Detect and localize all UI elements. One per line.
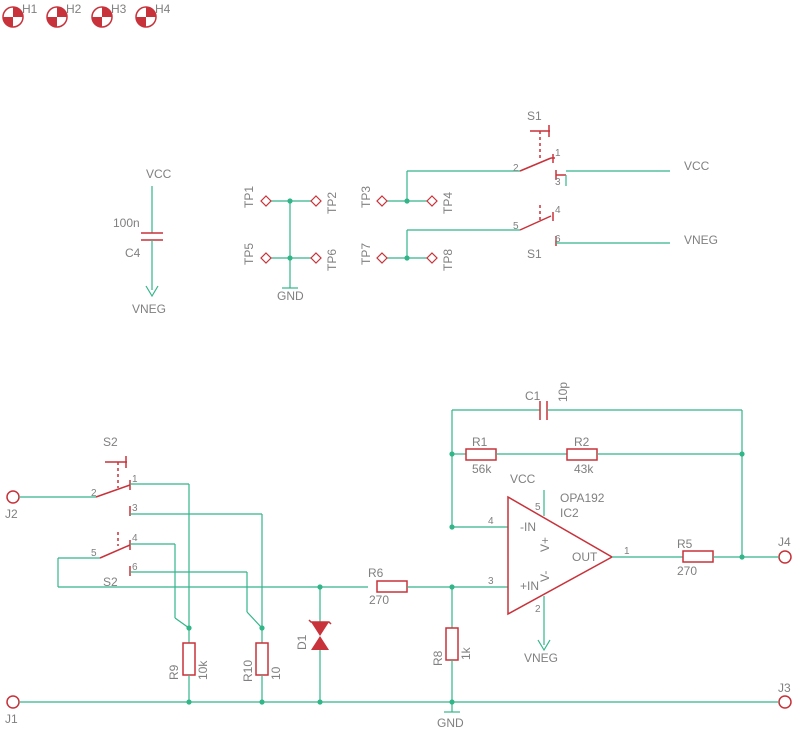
mounting-hole-label: H3 xyxy=(111,2,127,16)
r5-name: R5 xyxy=(677,537,693,551)
s1-pin5: 5 xyxy=(513,221,519,232)
shunt-wiring xyxy=(174,484,265,643)
tp2-label: TP2 xyxy=(325,192,339,214)
vneg-rail-label: VNEG xyxy=(684,233,718,247)
tp7-label: TP7 xyxy=(359,243,373,265)
mounting-hole-h2: H2 xyxy=(46,2,82,28)
s1-pin6: 6 xyxy=(555,234,561,245)
opamp-pin4: 4 xyxy=(488,516,494,527)
connector-j2: J2 xyxy=(5,490,20,521)
r8-name: R8 xyxy=(431,650,445,666)
mounting-hole-h1: H1 xyxy=(2,2,38,28)
j2-label: J2 xyxy=(5,507,18,521)
s1-pin1: 1 xyxy=(555,148,561,159)
resistor-r10: R10 10 xyxy=(241,642,283,702)
opamp-pin5: 5 xyxy=(535,502,541,513)
r8-value: 1k xyxy=(459,646,473,660)
r5-value: 270 xyxy=(677,564,697,578)
mounting-hole-label: H2 xyxy=(66,2,82,16)
opamp-pin1: 1 xyxy=(624,546,630,557)
mounting-hole-h3: H3 xyxy=(91,2,127,28)
s2-label-top: S2 xyxy=(103,435,118,449)
c4-value: 100n xyxy=(113,216,140,230)
s2-pin3: 3 xyxy=(132,503,138,514)
j4-label: J4 xyxy=(778,535,791,549)
gnd-rail-label: GND xyxy=(437,716,464,730)
opamp-ic2: 4 3 -IN +IN V+ V- OUT VCC 5 2 VNEG OPA19… xyxy=(449,472,683,665)
opamp-vneg: V- xyxy=(538,571,552,582)
s2-pin6: 6 xyxy=(132,562,138,573)
connector-j4: J4 xyxy=(778,535,792,564)
r2-name: R2 xyxy=(574,435,590,449)
resistor-r8: R8 1k xyxy=(431,584,473,702)
switch-s2: S2 2 1 3 5 4 6 S2 xyxy=(19,435,368,589)
r9-value: 10k xyxy=(196,660,210,680)
s2-label-bottom: S2 xyxy=(103,575,118,589)
j1-label: J1 xyxy=(5,712,18,726)
tp6-label: TP6 xyxy=(325,249,339,271)
tp5-label: TP5 xyxy=(242,243,256,265)
opamp-pin2: 2 xyxy=(535,604,541,615)
c1-value: 10p xyxy=(556,382,570,402)
r1-value: 56k xyxy=(472,462,492,476)
ground-rail: GND xyxy=(19,699,779,730)
j3-label: J3 xyxy=(778,681,791,695)
s1-label-bottom: S1 xyxy=(527,247,542,261)
mounting-hole-h4: H4 xyxy=(135,2,171,28)
switch-s1: S1 2 1 3 5 4 6 S1 VCC VNEG xyxy=(406,109,718,261)
tp3-label: TP3 xyxy=(359,186,373,208)
opamp-vneg-label: VNEG xyxy=(524,651,558,665)
connector-j1: J1 xyxy=(5,695,20,726)
connector-j3: J3 xyxy=(778,681,792,709)
opamp-inv-input: -IN xyxy=(520,520,536,534)
s1-label-top: S1 xyxy=(527,109,542,123)
tp1-label: TP1 xyxy=(242,186,256,208)
opamp-pin3: 3 xyxy=(488,576,494,587)
feedback-network: C1 10p R1 56k R2 43k xyxy=(449,382,745,557)
opamp-vpos: V+ xyxy=(538,537,552,552)
mounting-hole-label: H1 xyxy=(22,2,38,16)
vcc-rail-label: VCC xyxy=(684,159,710,173)
opamp-ref: IC2 xyxy=(560,506,579,520)
s2-pin4: 4 xyxy=(132,533,138,544)
s2-pin5: 5 xyxy=(91,548,97,559)
vneg-label: VNEG xyxy=(132,302,166,316)
r10-name: R10 xyxy=(241,660,255,682)
c1-name: C1 xyxy=(525,389,541,403)
r6-name: R6 xyxy=(368,566,384,580)
gnd-label: GND xyxy=(277,289,304,303)
s1-pin3: 3 xyxy=(555,177,561,188)
opamp-out: OUT xyxy=(572,550,598,564)
s1-pin2: 2 xyxy=(513,163,519,174)
s1-pin4: 4 xyxy=(555,205,561,216)
r10-value: 10 xyxy=(269,666,283,680)
vcc-label: VCC xyxy=(146,167,172,181)
tp8-label: TP8 xyxy=(441,249,455,271)
r9-name: R9 xyxy=(167,664,181,680)
opamp-noninv-input: +IN xyxy=(520,579,539,593)
r6-value: 270 xyxy=(369,593,389,607)
s2-pin2: 2 xyxy=(91,488,97,499)
decoupling-capacitor-c4: VCC 100n C4 VNEG xyxy=(113,167,172,316)
resistor-r6: R6 270 xyxy=(368,566,490,607)
mounting-hole-label: H4 xyxy=(155,2,171,16)
r1-name: R1 xyxy=(472,435,488,449)
s2-pin1: 1 xyxy=(132,474,138,485)
opamp-vcc-label: VCC xyxy=(510,472,536,486)
c4-name: C4 xyxy=(125,246,141,260)
opamp-part: OPA192 xyxy=(560,491,605,505)
r2-value: 43k xyxy=(574,462,594,476)
d1-name: D1 xyxy=(295,634,309,650)
resistor-r5: R5 270 xyxy=(677,537,779,578)
resistor-r9: R9 10k xyxy=(167,642,210,702)
tvs-diode-d1: D1 xyxy=(295,584,332,702)
test-point-group-gnd: TP1 TP2 TP5 TP6 GND xyxy=(242,186,339,303)
tp4-label: TP4 xyxy=(441,192,455,214)
